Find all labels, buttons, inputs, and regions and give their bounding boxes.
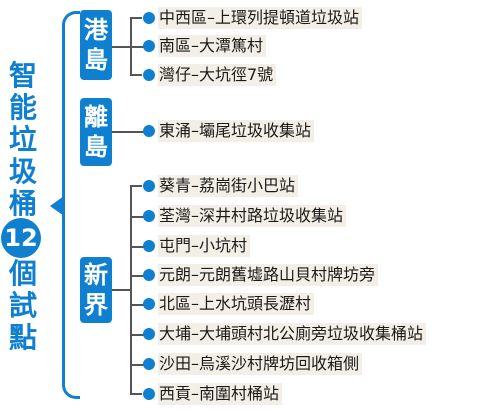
list-item: 南區–大潭篤村	[143, 35, 267, 57]
location-label: 灣仔–大坑徑7號	[158, 64, 277, 86]
location-label: 中西區–上環列提頓道垃圾站	[158, 7, 363, 29]
region-char: 島	[84, 46, 108, 74]
title-char: 垃	[8, 123, 37, 156]
list-item: 灣仔–大坑徑7號	[143, 64, 277, 86]
title-char: 能	[8, 91, 37, 124]
connector	[112, 289, 130, 291]
bullet-dot-icon	[143, 40, 155, 52]
connector	[130, 216, 144, 218]
list-item: 東涌–壩尾垃圾收集站	[143, 120, 315, 142]
bullet-dot-icon	[143, 180, 155, 192]
bullet-dot-icon	[143, 328, 155, 340]
title-char: 桶	[8, 187, 37, 220]
list-item: 元朗–元朗舊墟路山貝村牌坊旁	[143, 264, 379, 286]
title-char: 試	[8, 289, 37, 322]
bullet-dot-icon	[143, 298, 155, 310]
bullet-dot-icon	[143, 12, 155, 24]
connector	[130, 334, 144, 336]
bullet-dot-icon	[143, 125, 155, 137]
location-label: 葵青–荔崗街小巴站	[158, 175, 299, 197]
location-label: 北區–上水坑頭長瀝村	[158, 293, 315, 315]
location-label: 沙田–烏溪沙村牌坊回收箱側	[158, 353, 363, 375]
list-item: 葵青–荔崗街小巴站	[143, 175, 299, 197]
bracket-pointer	[50, 196, 64, 216]
connector	[130, 304, 144, 306]
list-item: 沙田–烏溪沙村牌坊回收箱側	[143, 353, 363, 375]
region-char: 離	[84, 103, 108, 131]
count-badge: 12	[1, 218, 41, 258]
main-bracket	[62, 11, 80, 399]
connector	[112, 46, 130, 48]
bullet-dot-icon	[143, 240, 155, 252]
region-char: 新	[84, 261, 108, 289]
title-top: 智 能 垃 圾 桶	[8, 60, 38, 220]
list-item: 北區–上水坑頭長瀝村	[143, 293, 315, 315]
connector	[112, 131, 144, 133]
location-label: 荃灣–深井村路垃圾收集站	[158, 205, 347, 227]
list-item: 西貢–南圍村桶站	[143, 383, 283, 405]
region-new-territories: 新 界	[80, 257, 112, 323]
connector	[130, 275, 144, 277]
bullet-dot-icon	[143, 388, 155, 400]
bullet-dot-icon	[143, 269, 155, 281]
region-hk-island: 港 島	[80, 10, 112, 80]
region-char: 界	[84, 291, 108, 319]
location-label: 屯門–小坑村	[158, 235, 251, 257]
region-char: 島	[84, 133, 108, 161]
location-label: 東涌–壩尾垃圾收集站	[158, 120, 315, 142]
bullet-dot-icon	[143, 210, 155, 222]
location-label: 大埔–大埔頭村北公廁旁垃圾收集桶站	[158, 323, 427, 345]
title-char: 圾	[8, 155, 37, 188]
title-bottom: 個 試 點	[8, 258, 38, 354]
region-outlying-islands: 離 島	[80, 98, 112, 166]
region-char: 港	[84, 16, 108, 44]
bullet-dot-icon	[143, 358, 155, 370]
bullet-dot-icon	[143, 69, 155, 81]
title-char: 個	[8, 257, 37, 290]
list-item: 大埔–大埔頭村北公廁旁垃圾收集桶站	[143, 323, 427, 345]
list-item: 屯門–小坑村	[143, 235, 251, 257]
region-bracket	[130, 185, 142, 395]
title-char: 智	[8, 59, 37, 92]
connector	[130, 246, 144, 248]
connector	[130, 46, 144, 48]
location-label: 西貢–南圍村桶站	[158, 383, 283, 405]
location-label: 南區–大潭篤村	[158, 35, 267, 57]
list-item: 荃灣–深井村路垃圾收集站	[143, 205, 347, 227]
connector	[130, 364, 144, 366]
list-item: 中西區–上環列提頓道垃圾站	[143, 7, 363, 29]
title-char: 點	[8, 321, 37, 354]
location-label: 元朗–元朗舊墟路山貝村牌坊旁	[158, 264, 379, 286]
